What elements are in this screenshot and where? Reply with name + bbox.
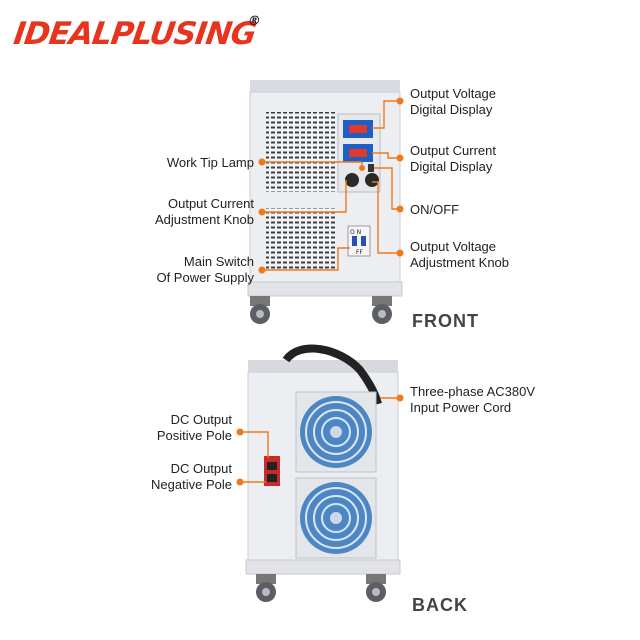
current-adjust-knob[interactable] bbox=[345, 173, 359, 187]
front-callouts bbox=[258, 97, 404, 274]
breaker-off-text: FF bbox=[356, 249, 363, 256]
back-view-label: BACK bbox=[412, 595, 468, 615]
front-wheels bbox=[250, 296, 392, 324]
front-vent-lower bbox=[266, 208, 336, 270]
main-breaker[interactable] bbox=[347, 225, 371, 257]
fan-upper bbox=[295, 391, 377, 473]
label-main-switch: Main Switch Of Power Supply bbox=[156, 254, 254, 285]
on-off-switch[interactable] bbox=[368, 164, 374, 172]
label-on-off: ON/OFF bbox=[410, 202, 460, 217]
breaker-on-text: O N bbox=[350, 229, 361, 236]
back-callouts bbox=[236, 394, 404, 486]
label-voltage-display: Output Voltage Digital Display bbox=[410, 86, 497, 117]
label-voltage-knob: Output Voltage Adjustment Knob bbox=[410, 239, 510, 270]
back-cabinet bbox=[245, 344, 401, 602]
label-current-display: Output Current Digital Display bbox=[410, 143, 496, 174]
front-vent-upper bbox=[266, 112, 336, 192]
back-wheels bbox=[256, 574, 386, 602]
label-current-knob: Output Current Adjustment Knob bbox=[154, 196, 254, 227]
front-cabinet: O N FF bbox=[247, 80, 403, 324]
label-input-cord: Three-phase AC380V Input Power Cord bbox=[410, 384, 536, 415]
label-work-tip-lamp: Work Tip Lamp bbox=[166, 155, 254, 170]
front-view-label: FRONT bbox=[412, 311, 479, 331]
label-dc-positive: DC Output Positive Pole bbox=[156, 412, 232, 443]
voltage-adjust-knob[interactable] bbox=[365, 173, 379, 187]
label-dc-negative: DC Output Negative Pole bbox=[151, 461, 232, 492]
fan-lower bbox=[295, 477, 377, 559]
